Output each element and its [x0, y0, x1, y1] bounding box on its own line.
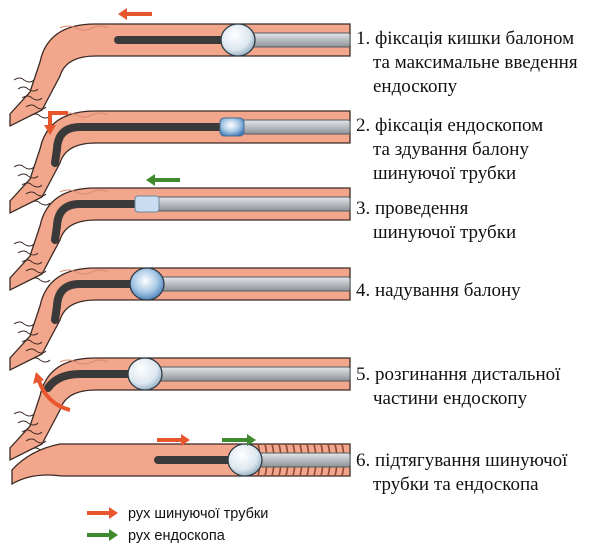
overtube-balloon [130, 268, 164, 300]
overtube-balloon [128, 358, 162, 390]
step-5-text-line: частини ендоскопу [373, 388, 528, 409]
arrow-right-icon [87, 529, 118, 541]
step-6-text-line: 6. підтягування шинуючої [356, 450, 568, 471]
overtube [135, 197, 350, 211]
step-panel-6: 6. підтягування шинуючої трубки та ендоск… [12, 434, 568, 495]
overtube [142, 367, 350, 381]
step-3-text-line: 3. проведення [356, 198, 469, 219]
overtube-arrow-left [118, 8, 152, 20]
endoscope-arrow-left [146, 174, 180, 186]
overtube [240, 33, 350, 47]
step-3-text-line: шинуючої трубки [373, 222, 516, 243]
step-panel-4: 4. надування балону [10, 268, 521, 370]
arrow-right-icon [87, 507, 118, 519]
step-6-text-line: трубки та ендоскопа [373, 474, 539, 495]
step-5-text-line: 5. розгинання дистальної [356, 364, 561, 385]
step-1-text-line: ендоскопу [373, 76, 458, 97]
step-panel-1: 1. фіксація кишки балоном та максимальне … [10, 8, 578, 126]
legend-item: рух шинуючої трубки [87, 506, 268, 522]
step-2-text-line: 2. фіксація ендоскопом [356, 115, 543, 136]
legend-item: рух ендоскопа [87, 528, 226, 544]
overtube-balloon [228, 444, 262, 476]
step-1-text-line: 1. фіксація кишки балоном [356, 28, 574, 49]
overtube [230, 120, 350, 134]
overtube-balloon [220, 118, 244, 136]
step-2-text-line: шинуючої трубки [373, 163, 516, 184]
legend-label: рух ендоскопа [128, 528, 226, 544]
step-1-text-line: та максимальне введення [373, 52, 578, 73]
overtube-balloon [221, 24, 255, 56]
step-2-text-line: та здування балону [373, 139, 529, 160]
legend-label: рух шинуючої трубки [128, 506, 268, 522]
overtube [145, 277, 350, 291]
overtube-balloon [135, 196, 159, 212]
step-4-text-line: 4. надування балону [356, 280, 521, 301]
